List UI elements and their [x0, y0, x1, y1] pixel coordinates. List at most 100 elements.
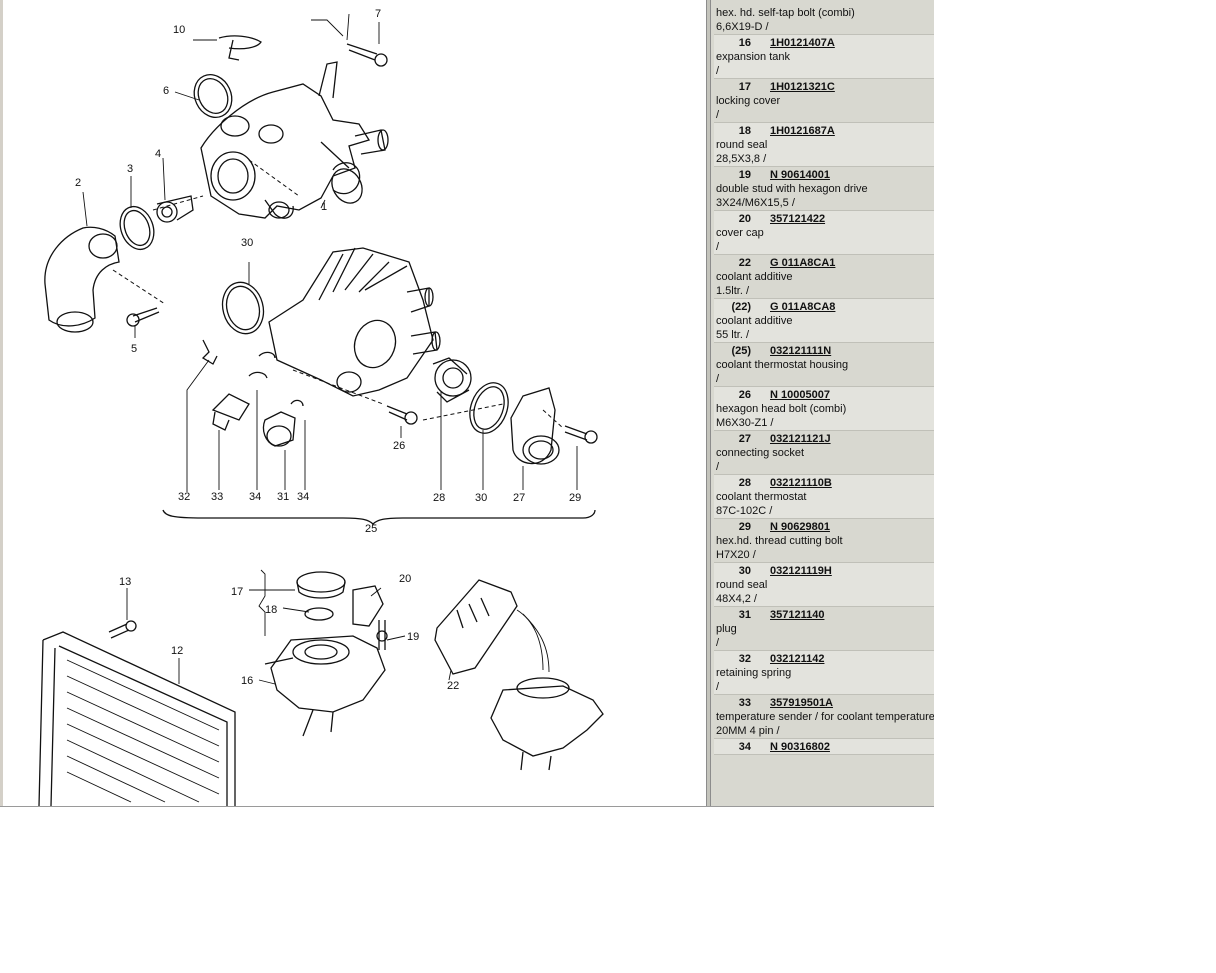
callout-6: 6: [163, 85, 169, 97]
callout-20: 20: [399, 573, 411, 585]
part-number-link[interactable]: 357121422: [770, 213, 826, 225]
part-number-link[interactable]: G 011A8CA8: [770, 301, 836, 313]
callout-17: 17: [231, 586, 243, 598]
callout-12: 12: [171, 645, 183, 657]
part-description: round seal: [716, 579, 768, 591]
part-number-link[interactable]: 357919501A: [770, 697, 834, 709]
part-number-link[interactable]: 1H0121687A: [770, 125, 835, 137]
part-row-header: (22) G 011A8CA8: [714, 300, 934, 314]
part-number-link[interactable]: 357121140: [770, 609, 825, 621]
part-position-number: 27: [738, 433, 751, 445]
callout-30-upper: 30: [241, 237, 253, 249]
part-position-number: 20: [738, 213, 751, 225]
callout-25: 25: [365, 523, 377, 535]
part-specification: /: [716, 241, 720, 253]
part-number-link[interactable]: 1H0121321C: [770, 81, 835, 93]
part-number-link[interactable]: 032121121J: [770, 433, 831, 445]
part-description: temperature sender / for coolant tempera…: [716, 711, 934, 723]
part-description: connecting socket: [716, 447, 805, 459]
parts-list-row[interactable]: 33 357919501A temperature sender / for coo…: [714, 695, 934, 739]
part-number-link[interactable]: 032121111N: [770, 345, 832, 357]
part-description: coolant thermostat: [716, 491, 807, 503]
part-row-header: (25)032121111N: [714, 344, 934, 358]
part-row-header: 20 357121422: [714, 212, 934, 226]
part-row-header: 27 032121121J: [714, 432, 934, 446]
part-description: coolant additive: [716, 271, 793, 283]
part-number-link[interactable]: N 10005007: [770, 389, 830, 401]
part-row-header: 32 032121142: [714, 652, 934, 666]
part-description: round seal: [716, 139, 768, 151]
part-number-link[interactable]: 1H0121407A: [770, 37, 835, 49]
part-position-number: 32: [738, 653, 751, 665]
part-specification: 1.5ltr. /: [716, 285, 750, 297]
exploded-parts-diagram[interactable]: 10 7 6 3 4 2 1 5 30 32 33 34 31 34 26 28…: [3, 0, 706, 806]
callout-10: 10: [173, 24, 185, 36]
parts-list-row[interactable]: 22 G 011A8CA1 coolant additive 1.5ltr. /: [714, 255, 934, 299]
upper-housing-drawing: [44, 13, 389, 338]
part-number-link[interactable]: N 90316802: [770, 741, 830, 753]
callout-33: 33: [211, 491, 223, 503]
parts-list-row[interactable]: (22) G 011A8CA8 coolant additive 55 ltr. /: [714, 299, 934, 343]
part-specification: H7X20 /: [716, 549, 756, 561]
callout-13: 13: [119, 576, 131, 588]
part-description: retaining spring: [716, 667, 792, 679]
callout-26: 26: [393, 440, 405, 452]
part-specification: /: [716, 65, 720, 77]
parts-list-panel[interactable]: hex. hd. self-tap bolt (combi)6,6X19-D /…: [711, 0, 934, 806]
callout-28: 28: [433, 492, 445, 504]
part-description: double stud with hexagon drive: [716, 183, 868, 195]
callout-34-left: 34: [249, 491, 261, 503]
part-number-link[interactable]: N 90614001: [770, 169, 830, 181]
part-row-header: 19 N 90614001: [714, 168, 934, 182]
parts-list-row[interactable]: hex. hd. self-tap bolt (combi)6,6X19-D /: [714, 0, 934, 35]
middle-housing-drawing: [162, 247, 598, 525]
part-number-link[interactable]: N 90629801: [770, 521, 830, 533]
part-specification: /: [716, 109, 720, 121]
callout-labels: 10 7 6 3 4 2 1 5 30 32 33 34 31 34 26 28…: [75, 8, 581, 692]
part-specification: 87C-102C /: [716, 505, 773, 517]
part-position-number: 22: [738, 257, 751, 269]
part-row-header: 33 357919501A: [714, 696, 934, 710]
part-description: coolant additive: [716, 315, 793, 327]
part-position-number: 33: [738, 697, 751, 709]
parts-list-row[interactable]: 19 N 90614001 double stud with hexagon dri…: [714, 167, 934, 211]
callout-1: 1: [321, 201, 327, 213]
part-position-number: 18: [738, 125, 751, 137]
part-specification: /: [716, 637, 720, 649]
part-specification: M6X30-Z1 /: [716, 417, 774, 429]
part-specification: 55 ltr. /: [716, 329, 750, 341]
part-number-link[interactable]: 032121110B: [770, 477, 832, 489]
callout-30-lower: 30: [475, 492, 487, 504]
callout-19: 19: [407, 631, 419, 643]
part-number-link[interactable]: 032121119H: [770, 565, 832, 577]
part-description: hex.hd. thread cutting bolt: [716, 535, 843, 547]
callout-5: 5: [131, 343, 137, 355]
part-number-link[interactable]: 032121142: [770, 653, 825, 665]
callout-29: 29: [569, 492, 581, 504]
callout-32: 32: [178, 491, 190, 503]
panel-splitter[interactable]: [706, 0, 711, 806]
part-specification: 48X4,2 /: [716, 593, 757, 605]
part-position-number: (22): [731, 301, 751, 313]
part-number-link[interactable]: G 011A8CA1: [770, 257, 836, 269]
parts-viewer-window: 10 7 6 3 4 2 1 5 30 32 33 34 31 34 26 28…: [0, 0, 934, 807]
part-row-header: [714, 0, 934, 6]
part-description: expansion tank: [716, 51, 790, 63]
callout-4: 4: [155, 148, 161, 160]
part-position-number: 19: [738, 169, 751, 181]
